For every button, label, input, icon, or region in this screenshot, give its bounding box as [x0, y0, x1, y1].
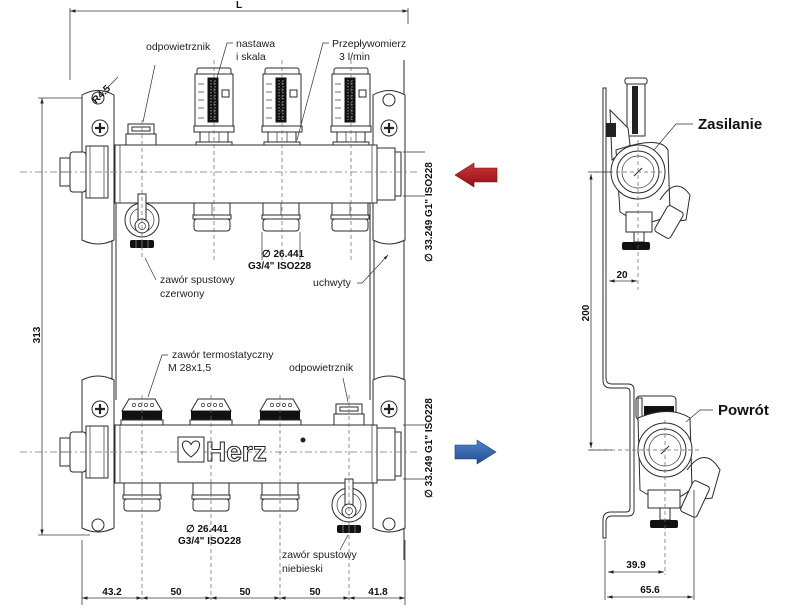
label-thermo-2: M 28x1,5 — [168, 362, 211, 374]
dimension-height: 313 — [32, 97, 90, 536]
return-manifold: Herz — [20, 395, 420, 600]
spacing-3: 50 — [239, 587, 251, 598]
spacing-dimensions: 43.2 50 50 50 41.8 — [81, 540, 406, 605]
outlet-top-diameter: ∅ 26.441 — [262, 249, 305, 260]
label-flowmeter-1: Przepływomierz — [332, 38, 406, 50]
return-arrow-icon — [454, 439, 497, 465]
svg-text:Herz: Herz — [206, 436, 267, 467]
air-vent-top — [125, 123, 157, 146]
side-height: 200 — [581, 304, 592, 321]
side-dimensions: 20 200 39.9 65.6 — [581, 171, 693, 600]
outlet-top-thread: G3/4" ISO228 — [248, 261, 312, 272]
spacing-1: 43.2 — [102, 587, 122, 598]
side-offset-bottom: 39.9 — [626, 560, 646, 571]
side-depth: 65.6 — [640, 585, 660, 596]
label-supply: Zasilanie — [698, 116, 762, 133]
label-flowmeter-2: 3 l/min — [339, 51, 370, 63]
inlet-top-dimension: ∅ 33.249 G1" ISO228 — [424, 162, 435, 262]
label-drain-red-2: czerwony — [160, 288, 205, 300]
spacing-5: 41.8 — [368, 587, 388, 598]
dimension-L-label: L — [236, 0, 242, 11]
label-brackets: uchwyty — [313, 277, 352, 289]
herz-logo: Herz — [177, 436, 306, 468]
outlet-top-3 — [330, 202, 370, 232]
label-air-vent-bottom: odpowietrznik — [289, 362, 354, 374]
supply-manifold — [20, 60, 420, 260]
outlet-bottom-thread: G3/4" ISO228 — [178, 536, 242, 547]
label-drain-red-1: zawór spustowy — [160, 274, 235, 286]
label-drain-blue-2: niebieski — [282, 563, 323, 575]
dimension-height-label: 313 — [32, 326, 43, 343]
dimension-L: L — [69, 0, 409, 80]
spacing-2: 50 — [170, 587, 182, 598]
label-thermo-1: zawór termostatyczny — [172, 349, 274, 361]
outlet-bottom-diameter: ∅ 26.441 — [186, 524, 229, 535]
label-return: Powrót — [718, 402, 769, 419]
supply-arrow-icon — [454, 162, 498, 188]
outlet-top-1 — [192, 202, 232, 232]
label-air-vent-top: odpowietrznik — [146, 41, 211, 53]
label-setting-1: nastawa — [236, 38, 275, 50]
inlet-bottom-dimension: ∅ 33.249 G1" ISO228 — [424, 398, 435, 498]
label-setting-2: i skala — [236, 51, 266, 63]
label-drain-blue-1: zawór spustowy — [282, 549, 357, 561]
side-view — [590, 77, 721, 600]
outlet-top-2 — [261, 202, 301, 232]
spacing-4: 50 — [309, 587, 321, 598]
air-vent-bottom — [333, 403, 365, 426]
side-offset-top: 20 — [616, 270, 628, 281]
